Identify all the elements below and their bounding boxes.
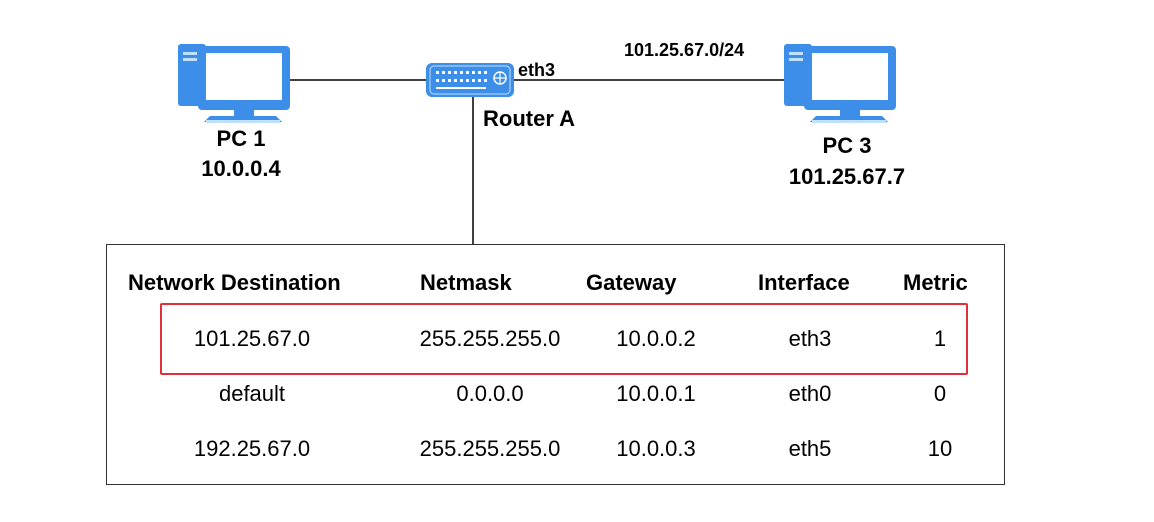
pc1-ip: 10.0.0.4: [201, 156, 281, 181]
table-cell: 255.255.255.0: [419, 436, 561, 461]
table-cell: eth3: [788, 326, 832, 351]
router-port-label: eth3: [518, 60, 556, 80]
col-header-gateway: Gateway: [586, 270, 677, 295]
table-cell: 255.255.255.0: [419, 326, 561, 351]
table-cell: 10.0.0.2: [616, 326, 696, 351]
table-cell: eth5: [788, 436, 832, 461]
routing-table: [106, 244, 1005, 485]
table-cell: 10.0.0.3: [616, 436, 696, 461]
link-subnet-label: 101.25.67.0/24: [624, 40, 745, 60]
router-name: Router A: [483, 106, 576, 131]
col-header-netmask: Netmask: [420, 270, 512, 295]
table-cell: 0: [933, 381, 947, 406]
pc1-computer-icon: [178, 44, 290, 123]
table-cell: 10: [927, 436, 953, 461]
table-cell: default: [218, 381, 286, 406]
table-cell: 0.0.0.0: [456, 381, 524, 406]
table-cell: 192.25.67.0: [193, 436, 311, 461]
col-header-metric: Metric: [903, 270, 968, 295]
table-cell: 101.25.67.0: [193, 326, 311, 351]
pc3-computer-icon: [784, 44, 896, 123]
pc3-ip: 101.25.67.7: [788, 164, 906, 189]
table-cell: 10.0.0.1: [616, 381, 696, 406]
table-cell: eth0: [788, 381, 832, 406]
col-header-destination: Network Destination: [128, 270, 341, 295]
router-icon: [426, 63, 514, 97]
col-header-interface: Interface: [758, 270, 850, 295]
pc3-name: PC 3: [822, 133, 872, 158]
highlighted-route-row: [160, 303, 968, 375]
table-cell: 1: [933, 326, 947, 351]
pc1-name: PC 1: [216, 126, 266, 151]
